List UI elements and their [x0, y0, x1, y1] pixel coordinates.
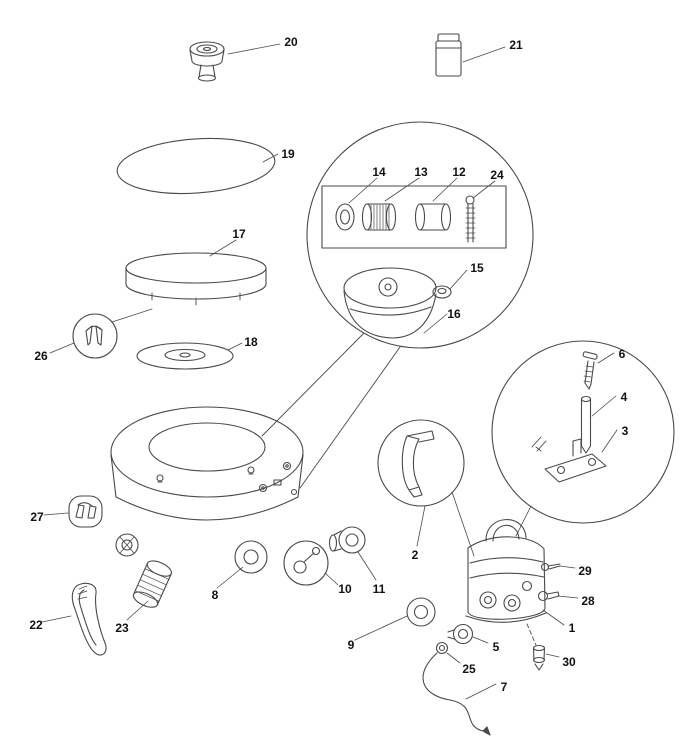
part-label-26: 26: [34, 349, 48, 363]
part-30-drawing: [532, 644, 546, 671]
part-18-drawing: [136, 342, 234, 370]
part-label-27: 27: [30, 510, 44, 524]
part-label-15: 15: [470, 261, 484, 275]
part-2-drawing: [377, 419, 475, 557]
part-label-5: 5: [492, 640, 500, 654]
part-label-1: 1: [568, 621, 576, 635]
part-25-drawing: [435, 641, 449, 655]
part-label-20: 20: [284, 35, 298, 49]
part-label-24: 24: [490, 168, 504, 182]
part-label-12: 12: [452, 165, 466, 179]
part-8-drawing: [234, 540, 268, 574]
part-label-30: 30: [562, 655, 576, 669]
part-label-11: 11: [372, 582, 386, 596]
tub-drawing: [110, 406, 304, 521]
part-label-29: 29: [578, 564, 592, 578]
part-label-13: 13: [414, 165, 428, 179]
part-label-6: 6: [618, 347, 626, 361]
pump-detail-callout: [306, 121, 534, 349]
part-label-7: 7: [500, 680, 508, 694]
part-11-drawing: [328, 526, 366, 554]
part-23-drawing: [115, 533, 172, 608]
part-label-9: 9: [347, 638, 355, 652]
part-3-drawing: [531, 436, 607, 483]
part-4-drawing: [580, 395, 592, 454]
part-13-drawing: [361, 203, 397, 231]
part-17-drawing: [125, 252, 267, 306]
part-16-drawing: [343, 267, 437, 339]
part-20-drawing: [189, 41, 225, 82]
part-label-18: 18: [244, 335, 258, 349]
part-label-25: 25: [462, 662, 476, 676]
part-label-14: 14: [372, 165, 386, 179]
part-6-drawing: [582, 351, 598, 390]
part-label-16: 16: [447, 307, 461, 321]
part-21-drawing: [435, 33, 462, 77]
bracket-detail-callout: [491, 340, 675, 537]
part-14-drawing: [335, 203, 355, 231]
part-label-2: 2: [411, 548, 419, 562]
part-10-drawing: [283, 540, 329, 586]
part-label-17: 17: [232, 227, 246, 241]
part-19-drawing: [116, 137, 276, 195]
part-label-22: 22: [29, 618, 43, 632]
part-label-28: 28: [581, 594, 595, 608]
part-label-10: 10: [338, 582, 352, 596]
part-27-drawing: [68, 495, 103, 528]
part-28-drawing: [537, 590, 560, 602]
part-22-drawing: [71, 582, 107, 656]
part-label-4: 4: [620, 390, 628, 404]
part-12-drawing: [414, 203, 452, 231]
part-label-21: 21: [509, 38, 523, 52]
part-9-drawing: [406, 597, 436, 627]
part-15-drawing: [432, 285, 452, 299]
leader-lines: [41, 43, 618, 700]
part-7-drawing: [422, 652, 491, 736]
part-29-drawing: [540, 562, 561, 572]
dashed-link-line: [526, 623, 537, 646]
part-label-23: 23: [115, 621, 129, 635]
part-5-drawing: [447, 623, 474, 645]
part-label-8: 8: [211, 588, 219, 602]
callout-cone-line: [261, 332, 365, 437]
part-1-drawing: [465, 519, 547, 623]
part-label-19: 19: [281, 147, 295, 161]
part-24-drawing: [465, 195, 476, 243]
part-26-drawing: [72, 308, 153, 359]
part-label-3: 3: [621, 424, 629, 438]
callout-cone-line: [299, 346, 401, 489]
